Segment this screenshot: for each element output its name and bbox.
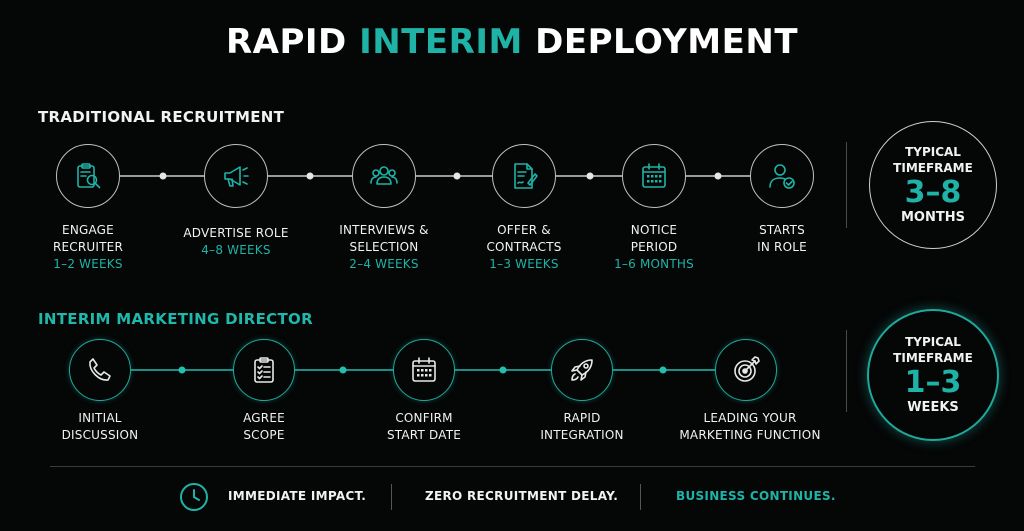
interim-step-5-label: LEADING YOUR MARKETING FUNCTION <box>655 410 845 444</box>
step-label-line: SELECTION <box>349 240 419 254</box>
traditional-timeframe-badge: TYPICAL TIMEFRAME 3–8 MONTHS <box>869 121 997 249</box>
step-label-line: INITIAL <box>78 411 122 425</box>
interim-timeframe-badge: TYPICAL TIMEFRAME 1–3 WEEKS <box>867 309 999 441</box>
step-label-line: MARKETING FUNCTION <box>679 428 821 442</box>
step-label-line: AGREE <box>243 411 285 425</box>
calendar-icon <box>412 357 436 382</box>
traditional-step-5 <box>622 144 686 208</box>
step-label-line: OFFER & <box>497 223 551 237</box>
interim-step-3 <box>393 339 455 401</box>
footer-item-2: ZERO RECRUITMENT DELAY. <box>425 489 619 503</box>
traditional-step-1-label: ENGAGE RECRUITER 1–2 WEEKS <box>3 222 173 273</box>
timeframe-label: TYPICAL <box>905 145 961 159</box>
step-label-line: DISCUSSION <box>61 428 139 442</box>
target-icon <box>734 356 760 382</box>
step-label-line: CONTRACTS <box>486 240 562 254</box>
interim-step-4 <box>551 339 613 401</box>
traditional-step-6-label: STARTS IN ROLE <box>697 222 867 256</box>
step-label-line: ADVERTISE ROLE <box>183 226 289 240</box>
step-label-line: PERIOD <box>630 240 678 254</box>
section-divider <box>846 330 847 412</box>
title-part3: DEPLOYMENT <box>535 22 799 62</box>
traditional-step-4-label: OFFER & CONTRACTS 1–3 WEEKS <box>439 222 609 273</box>
step-label-line: INTERVIEWS & <box>339 223 429 237</box>
step-label-line: ENGAGE <box>62 223 114 237</box>
megaphone-icon <box>224 166 249 187</box>
step-label-line: RECRUITER <box>52 240 123 254</box>
title-part2: INTERIM <box>359 22 523 62</box>
timeline-dot <box>159 172 167 180</box>
timeframe-unit: MONTHS <box>901 210 965 225</box>
step-label-line: STARTS <box>759 223 805 237</box>
step-label-line: START DATE <box>386 428 462 442</box>
timeframe-label: TIMEFRAME <box>893 161 973 175</box>
title-part1: RAPID <box>225 22 347 62</box>
traditional-step-3 <box>352 144 416 208</box>
user-check-icon <box>769 164 795 189</box>
traditional-step-2 <box>204 144 268 208</box>
step-label-line: INTEGRATION <box>540 428 624 442</box>
step-label-line: SCOPE <box>243 428 285 442</box>
timeframe-value: 3–8 <box>904 175 962 210</box>
people-group-icon <box>370 166 398 185</box>
contract-pen-icon <box>514 163 538 189</box>
traditional-step-3-label: INTERVIEWS & SELECTION 2–4 WEEKS <box>299 222 469 273</box>
footer-divider <box>50 466 975 467</box>
step-duration: 1–3 WEEKS <box>489 257 559 271</box>
timeline-dot <box>178 366 186 374</box>
timeframe-label: TYPICAL <box>905 335 961 349</box>
footer-separator <box>640 484 641 510</box>
step-label-line: CONFIRM <box>395 411 453 425</box>
clock-icon <box>179 482 209 512</box>
footer-item-3: BUSINESS CONTINUES. <box>676 489 836 503</box>
traditional-step-5-label: NOTICE PERIOD 1–6 MONTHS <box>569 222 739 273</box>
timeline-dot <box>659 366 667 374</box>
step-duration: 2–4 WEEKS <box>349 257 419 271</box>
section-divider <box>846 142 847 228</box>
timeline-dot <box>306 172 314 180</box>
interim-step-2 <box>233 339 295 401</box>
interim-step-4-label: RAPID INTEGRATION <box>497 410 667 444</box>
step-duration: 1–2 WEEKS <box>53 257 123 271</box>
interim-step-5 <box>715 339 777 401</box>
step-duration: 4–8 WEEKS <box>201 243 271 257</box>
traditional-timeline <box>88 175 788 177</box>
phone-icon <box>89 358 111 381</box>
rocket-icon <box>571 359 593 381</box>
timeline-dot <box>339 366 347 374</box>
timeline-dot <box>499 366 507 374</box>
footer-separator <box>391 484 392 510</box>
interim-step-2-label: AGREE SCOPE <box>179 410 349 444</box>
interim-step-1 <box>69 339 131 401</box>
step-label-line: IN ROLE <box>757 240 807 254</box>
timeline-dot <box>453 172 461 180</box>
interim-step-3-label: CONFIRM START DATE <box>339 410 509 444</box>
traditional-step-1 <box>56 144 120 208</box>
traditional-step-4 <box>492 144 556 208</box>
traditional-heading: TRADITIONAL RECRUITMENT <box>38 108 285 126</box>
clipboard-search-icon <box>77 163 101 189</box>
checklist-icon <box>254 357 274 383</box>
timeline-dot <box>714 172 722 180</box>
timeframe-value: 1–3 <box>904 365 962 400</box>
step-label-line: RAPID <box>563 411 601 425</box>
timeframe-label: TIMEFRAME <box>893 351 973 365</box>
traditional-step-2-label: ADVERTISE ROLE 4–8 WEEKS <box>151 225 321 259</box>
footer-item-1: IMMEDIATE IMPACT. <box>228 489 367 503</box>
timeframe-unit: WEEKS <box>907 400 959 415</box>
page-title: RAPID INTERIM DEPLOYMENT <box>0 22 1024 62</box>
interim-heading: INTERIM MARKETING DIRECTOR <box>38 310 313 328</box>
step-duration: 1–6 MONTHS <box>614 257 694 271</box>
calendar-icon <box>642 163 666 188</box>
step-label-line: NOTICE <box>630 223 678 237</box>
timeline-dot <box>586 172 594 180</box>
interim-step-1-label: INITIAL DISCUSSION <box>15 410 185 444</box>
traditional-step-6 <box>750 144 814 208</box>
step-label-line: LEADING YOUR <box>703 411 797 425</box>
